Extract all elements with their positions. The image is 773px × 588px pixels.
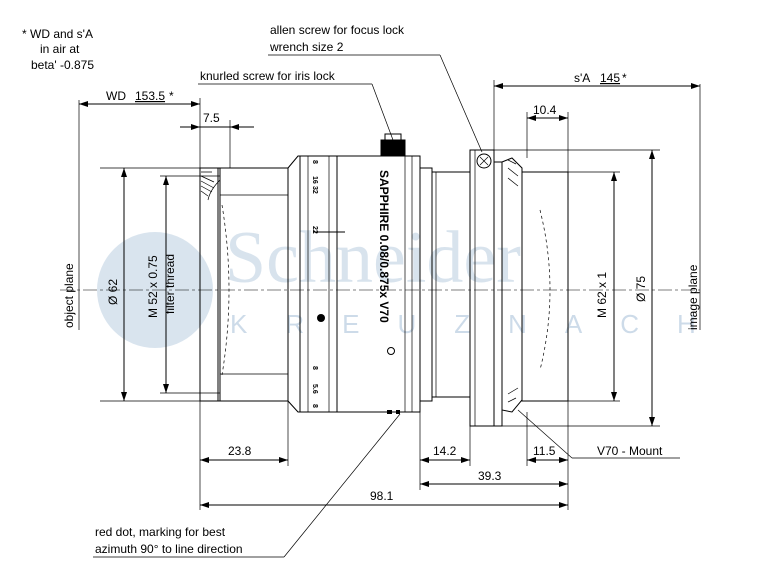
note-mount: V70 - Mount bbox=[597, 444, 663, 458]
svg-text:32: 32 bbox=[311, 186, 318, 194]
watermark: Schneider KREUZNACH bbox=[97, 217, 734, 348]
svg-text:8: 8 bbox=[311, 404, 318, 408]
note-wd-sa-line2: in air at bbox=[40, 42, 80, 56]
dia-62-label: Ø 62 bbox=[106, 279, 120, 305]
dim-39-3: 39.3 bbox=[478, 469, 502, 483]
note-red-dot-line1: red dot, marking for best bbox=[95, 525, 226, 539]
lens-engraving: SAPPHIRE 0.08/0.875x V70 bbox=[377, 170, 391, 323]
watermark-brand: Schneider bbox=[225, 217, 521, 299]
lens-body bbox=[199, 133, 569, 427]
wd-suffix: * bbox=[169, 89, 174, 103]
svg-text:8: 8 bbox=[311, 366, 318, 370]
note-red-dot-line2: azimuth 90° to line direction bbox=[95, 542, 243, 556]
svg-text:8: 8 bbox=[311, 160, 318, 164]
dim-14-2: 14.2 bbox=[433, 444, 457, 458]
focus-scale: 8 16 32 22 8 5.6 8 bbox=[311, 160, 318, 408]
svg-text:16: 16 bbox=[311, 176, 318, 184]
note-wd-sa-line3: beta' -0.875 bbox=[31, 58, 94, 72]
sa-prefix: s'A bbox=[574, 71, 590, 85]
dim-23-8: 23.8 bbox=[228, 444, 252, 458]
watermark-sub: KREUZNACH bbox=[230, 309, 734, 339]
note-allen-line2: wrench size 2 bbox=[269, 40, 344, 54]
dim-11-5: 11.5 bbox=[533, 444, 556, 458]
dim-98-1: 98.1 bbox=[370, 489, 394, 503]
image-plane-label: image plane bbox=[686, 264, 700, 330]
m52-label: M 52 x 0.75 bbox=[146, 255, 160, 318]
wd-prefix: WD bbox=[106, 89, 126, 103]
sa-suffix: * bbox=[622, 71, 627, 85]
filter-thread-label: filter thread bbox=[163, 254, 177, 314]
dim-7-5: 7.5 bbox=[203, 111, 220, 125]
note-knurled: knurled screw for iris lock bbox=[200, 69, 336, 83]
svg-text:5.6: 5.6 bbox=[311, 384, 318, 394]
object-plane-label: object plane bbox=[62, 263, 76, 328]
dim-10-4: 10.4 bbox=[533, 103, 557, 117]
m62-label: M 62 x 1 bbox=[595, 272, 609, 318]
note-allen-line1: allen screw for focus lock bbox=[270, 23, 405, 37]
svg-text:22: 22 bbox=[311, 226, 318, 234]
sa-value: 145 bbox=[600, 71, 620, 85]
note-wd-sa-line1: * WD and s'A bbox=[22, 27, 93, 41]
wd-value: 153.5 bbox=[135, 89, 165, 103]
dia-75-label: Ø 75 bbox=[634, 276, 648, 302]
